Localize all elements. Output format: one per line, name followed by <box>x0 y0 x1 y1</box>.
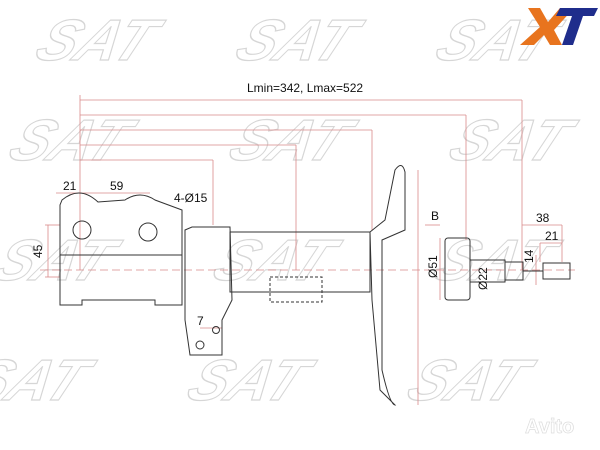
brake-hose-bracket <box>184 226 233 356</box>
dim-body-diameter: Ø51 <box>426 255 440 278</box>
dim-thread-diameter: 14 <box>522 249 536 263</box>
dim-left-offset: 21 <box>63 179 77 193</box>
watermark: SAT <box>26 8 172 73</box>
watermark: SAT <box>178 348 324 413</box>
watermark: SAT <box>0 348 104 413</box>
body-tube <box>229 231 371 293</box>
watermark: SAT <box>226 8 372 73</box>
dim-hole-spacing: 59 <box>110 179 124 193</box>
avito-logo: Avito <box>525 416 574 438</box>
watermark-pattern: SAT SAT SAT SAT SAT SAT SAT SAT SAT SAT … <box>0 7 586 413</box>
watermark: SAT <box>204 228 350 293</box>
watermark: SAT <box>0 228 130 293</box>
shock-absorber-drawing <box>59 165 571 406</box>
dim-holes: 4-Ø15 <box>174 191 208 205</box>
mount-hole <box>138 222 158 242</box>
at-logo <box>520 8 598 45</box>
watermark: SAT <box>440 108 586 173</box>
watermark: SAT <box>0 108 146 173</box>
dim-b: B <box>431 209 439 223</box>
spring-seat-flange <box>369 165 406 406</box>
dim-bracket-height: 45 <box>31 244 45 258</box>
watermark: SAT <box>398 348 544 413</box>
length-label: Lmin=342, Lmax=522 <box>247 81 363 95</box>
watermark: SAT <box>220 108 366 173</box>
dim-thread-length: 21 <box>545 229 559 243</box>
dim-rod-diameter: Ø22 <box>476 267 490 290</box>
dim-small-hole: 7 <box>197 314 204 328</box>
dimension-lines <box>40 95 575 405</box>
mount-bracket <box>59 192 183 306</box>
dim-thread-total: 38 <box>536 211 550 225</box>
mount-hole <box>72 220 92 240</box>
